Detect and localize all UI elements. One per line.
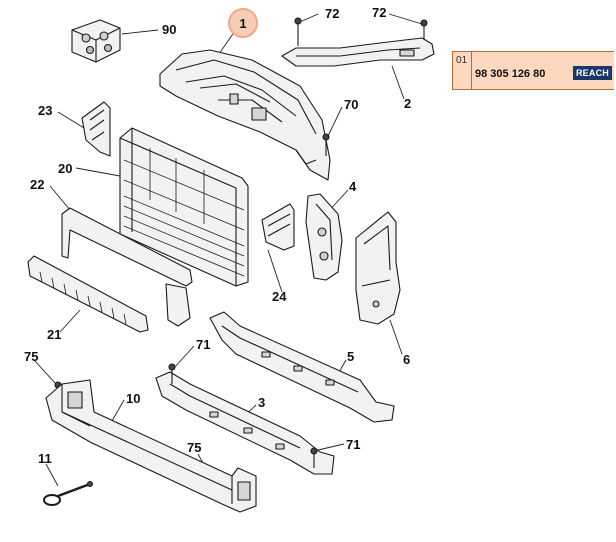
callout-70: 70: [344, 97, 359, 112]
callout-90: 90: [162, 22, 177, 37]
part-20-radiator-module: [119, 127, 249, 287]
highlighted-callout-1[interactable]: 1: [228, 8, 258, 38]
callout-72-right: 72: [372, 5, 387, 20]
part-71-screw-upper: [168, 363, 176, 384]
part-reference-box[interactable]: 01 98 305 126 80 REACH: [452, 51, 614, 90]
part-4-right-bracket: [305, 193, 343, 281]
callout-22: 22: [30, 177, 45, 192]
callout-71-lower: 71: [346, 437, 361, 452]
part-72-screw-left: [294, 17, 302, 46]
callout-71-upper: 71: [196, 337, 211, 352]
part-24-small-deflector: [261, 203, 295, 251]
part-22-seal-frame: [61, 207, 193, 327]
callout-20: 20: [58, 161, 73, 176]
callout-10: 10: [126, 391, 141, 406]
callout-5: 5: [347, 349, 355, 364]
part-10-bumper-beam: [45, 379, 257, 513]
reference-index: 01: [456, 55, 468, 66]
reference-left-border: [452, 52, 453, 89]
part-1-upper-crossmember: [159, 49, 331, 181]
part-5-lower-crossmember: [209, 311, 395, 423]
callout-6: 6: [403, 352, 411, 367]
part-90-clip: [71, 19, 121, 63]
part-3-lower-crossmember: [155, 371, 335, 475]
callout-24: 24: [272, 289, 287, 304]
reference-divider: [471, 52, 472, 89]
callout-72-left: 72: [325, 6, 340, 21]
callout-3: 3: [258, 395, 266, 410]
part-11-tow-eye: [43, 480, 94, 506]
part-70-screw: [322, 133, 330, 156]
part-23-left-deflector: [81, 101, 111, 157]
part-number: 98 305 126 80: [475, 68, 546, 80]
callout-75-right: 75: [187, 440, 202, 455]
part-21-lower-seal: [27, 255, 149, 333]
part-6-right-air-duct: [355, 211, 401, 325]
reach-badge: REACH: [572, 66, 612, 80]
callout-23: 23: [38, 103, 53, 118]
callout-4: 4: [349, 179, 357, 194]
callout-2: 2: [404, 96, 412, 111]
callout-21: 21: [47, 327, 62, 342]
callout-75-left: 75: [24, 349, 39, 364]
part-2-upper-bracket: [281, 37, 435, 67]
part-71-screw-lower: [310, 447, 318, 468]
callout-11: 11: [38, 451, 52, 466]
